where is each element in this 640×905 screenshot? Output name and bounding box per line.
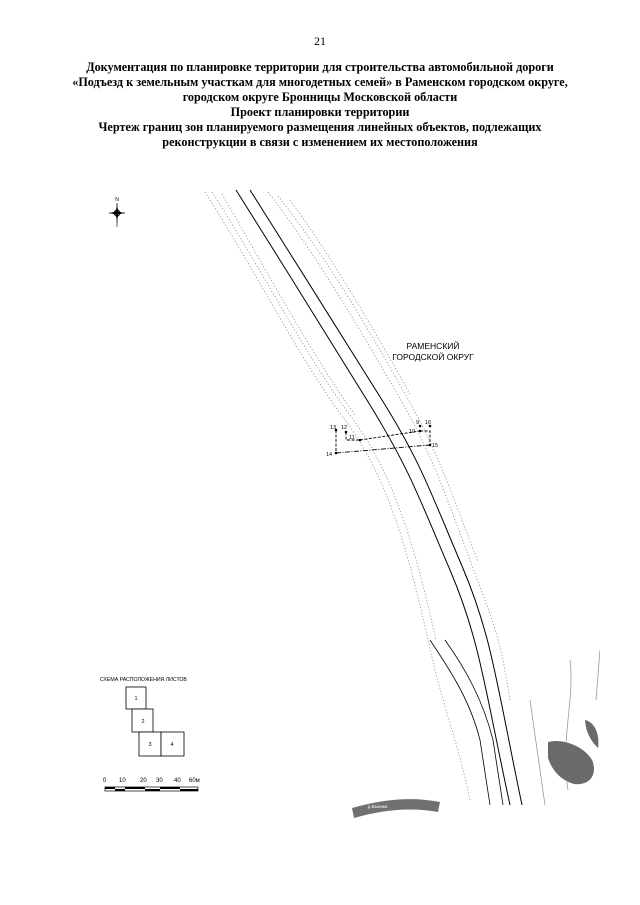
page-number: 21 bbox=[314, 34, 326, 48]
sheet-number: 1 bbox=[134, 696, 137, 702]
sheet-number: 2 bbox=[141, 719, 144, 725]
scale-label: 0 bbox=[103, 778, 107, 784]
zone-boundary bbox=[335, 430, 431, 454]
road-branch bbox=[429, 639, 504, 806]
district-label-line-1: РАМЕНСКИЙ bbox=[407, 340, 460, 351]
water-body bbox=[548, 740, 594, 785]
district-label-line-2: ГОРОДСКОЙ ОКРУГ bbox=[392, 351, 474, 362]
point-label: 10 bbox=[409, 429, 415, 435]
heading-line: Документация по планировке территории дл… bbox=[86, 60, 554, 74]
heading-line: Чертеж границ зон планируемого размещени… bbox=[98, 120, 542, 134]
point-label: 12 bbox=[341, 425, 347, 431]
water-body bbox=[585, 720, 599, 748]
scale-bar bbox=[104, 786, 199, 792]
heading-line: реконструкции в связи с изменением их ме… bbox=[162, 135, 478, 149]
river-label: р.Вьюнка bbox=[368, 804, 388, 809]
north-arrow-icon: N bbox=[109, 197, 125, 227]
boundary-point-labels: 13 12 11 10 9 16 15 14 bbox=[326, 420, 438, 458]
scale-label: 10 bbox=[119, 778, 126, 784]
sheet-scheme bbox=[125, 686, 185, 757]
point-label: 14 bbox=[326, 452, 332, 458]
document-heading: Документация по планировке территории дл… bbox=[60, 60, 580, 150]
heading-line: Проект планировки территории bbox=[230, 105, 410, 119]
point-label: 9 bbox=[416, 420, 419, 426]
roadside-strip-left bbox=[204, 191, 471, 801]
svg-text:N: N bbox=[115, 197, 119, 203]
scale-label: 60м bbox=[189, 778, 200, 784]
scale-label: 40 bbox=[174, 778, 181, 784]
scale-label: 30 bbox=[156, 778, 163, 784]
sheet-number: 4 bbox=[170, 742, 173, 748]
river bbox=[352, 799, 440, 818]
boundary-points bbox=[334, 424, 432, 455]
planning-map: N р.Вьюнка РАМЕНСКИЙ ГОРОДСКОЙ ОКРУГ bbox=[100, 189, 600, 818]
point-label: 15 bbox=[432, 443, 438, 449]
point-label: 16 bbox=[425, 420, 431, 426]
sheet-number: 3 bbox=[148, 742, 151, 748]
heading-line: «Подъезд к земельным участкам для многод… bbox=[72, 75, 568, 89]
heading-line: городском округе Бронницы Московской обл… bbox=[182, 90, 458, 104]
scale-bar-labels: 0 10 20 30 40 60м bbox=[103, 778, 200, 784]
scale-label: 20 bbox=[140, 778, 147, 784]
sheet-numbers: 1 2 3 4 bbox=[134, 696, 173, 748]
point-label: 13 bbox=[330, 425, 336, 431]
sheet-scheme-title: СХЕМА РАСПОЛОЖЕНИЯ ЛИСТОВ bbox=[100, 677, 187, 683]
point-label: 11 bbox=[349, 435, 355, 441]
road-edges bbox=[235, 189, 523, 806]
roadside-strip-right bbox=[267, 191, 511, 701]
